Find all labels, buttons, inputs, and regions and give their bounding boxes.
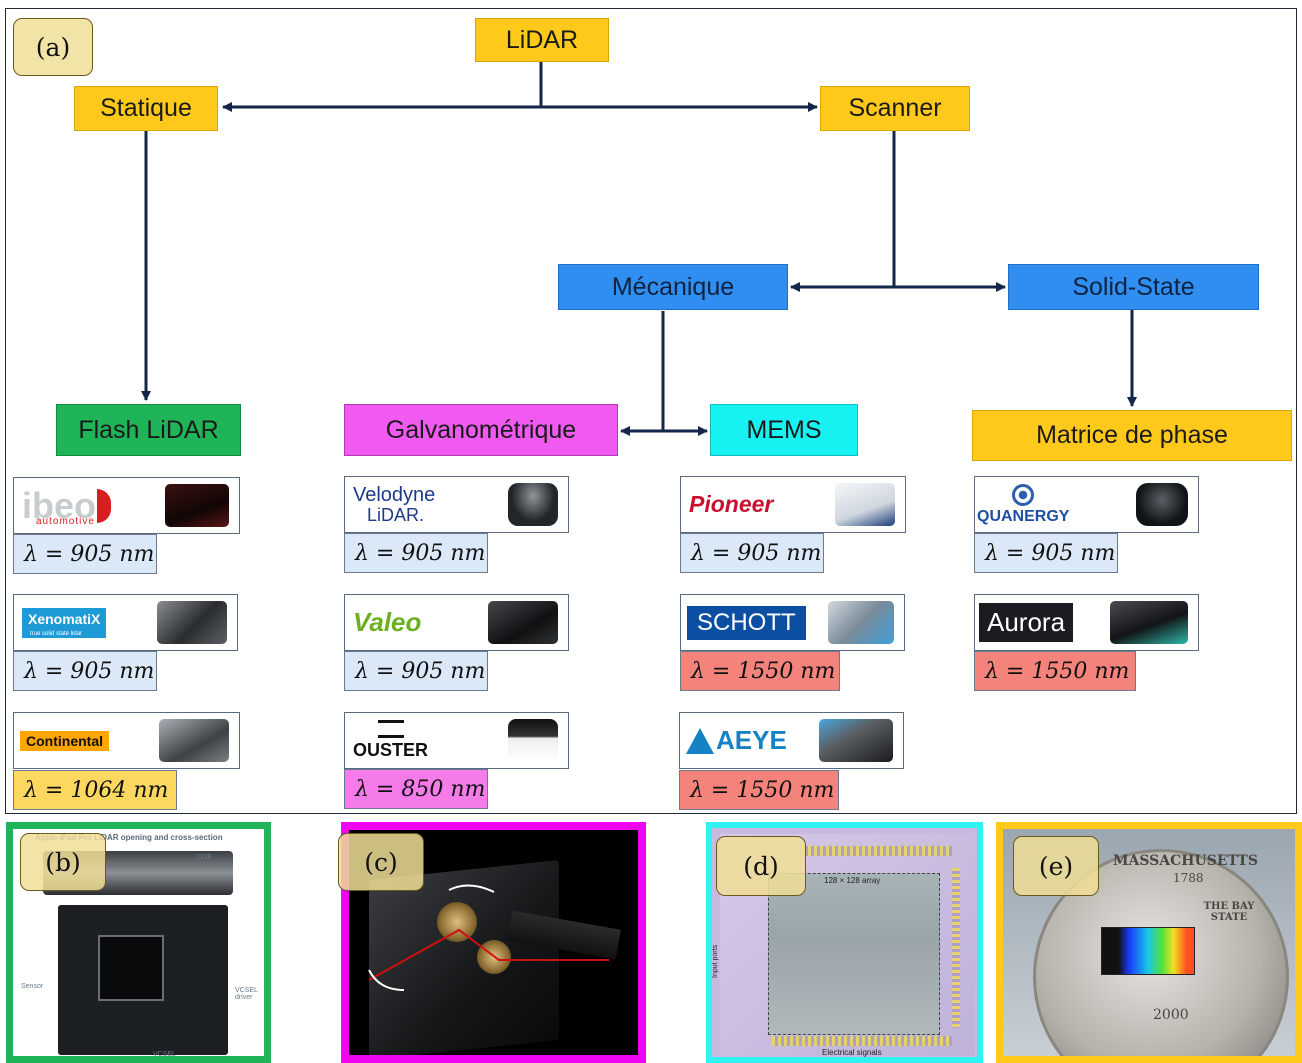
- coin-text-state: MASSACHUSETTS: [1113, 853, 1258, 869]
- continental-sensor-image: [159, 719, 229, 762]
- aurora-logo: Aurora: [979, 603, 1074, 642]
- panel-label-b: (b): [20, 833, 106, 891]
- product-card-pioneer: Pioneer: [680, 476, 906, 533]
- opa-right-pads: [952, 868, 960, 1028]
- coin-text-year-bottom: 2000: [1153, 1007, 1189, 1023]
- wavelength-valeo: λ = 905 nm: [344, 651, 488, 691]
- coin-text-bay: THE BAY STATE: [1203, 901, 1255, 923]
- opa-array-label: 128 × 128 array: [824, 876, 881, 885]
- panel-label-c: (c): [338, 833, 424, 891]
- xenomatix-sensor-image: [157, 601, 227, 644]
- product-card-valeo: Valeo: [344, 594, 569, 651]
- node-solid-state: Solid-State: [1008, 264, 1259, 310]
- ipad-label-doe: DOE: [197, 854, 213, 861]
- xenomatix-logo: XenomatiX true solid state lidar: [22, 607, 106, 638]
- opa-top-pads: [802, 846, 952, 856]
- product-card-continental: Continental: [13, 712, 240, 769]
- node-lidar: LiDAR: [475, 18, 609, 62]
- ouster-sensor-image: [508, 719, 558, 762]
- wavelength-aeye: λ = 1550 nm: [679, 770, 839, 810]
- wavelength-ouster: λ = 850 nm: [344, 769, 488, 809]
- ipad-label-vcsel: VCSEL: [153, 1051, 176, 1058]
- ibeo-logo-mark: [97, 488, 112, 523]
- product-card-velodyne: Velodyne LiDAR.: [344, 476, 569, 533]
- aeye-sensor-image: [819, 719, 893, 762]
- pioneer-sensor-image: [835, 483, 895, 526]
- pioneer-logo: Pioneer: [689, 491, 774, 517]
- ipad-lidar-board: [58, 905, 228, 1055]
- opa-input-label: Input ports: [712, 944, 719, 978]
- product-card-aeye: AEYE: [679, 712, 904, 769]
- galvo-mirror-1: [437, 902, 477, 942]
- wavelength-velodyne: λ = 905 nm: [344, 533, 488, 573]
- node-flash-lidar: Flash LiDAR: [56, 404, 241, 456]
- galvo-beam-path: [368, 884, 609, 991]
- wavelength-quanergy: λ = 905 nm: [974, 533, 1118, 573]
- aurora-sensor-image: [1110, 601, 1188, 644]
- node-statique: Statique: [74, 86, 218, 131]
- velodyne-sensor-image: [508, 483, 558, 526]
- node-galvanometrique: Galvanométrique: [344, 404, 618, 456]
- wavelength-schott: λ = 1550 nm: [680, 651, 840, 691]
- opa-chip-on-coin: [1101, 927, 1195, 975]
- schott-sensor-image: [828, 601, 894, 644]
- photo-panel-d: 128 × 128 array Input ports Electrical s…: [706, 822, 983, 1063]
- valeo-logo: Valeo: [353, 607, 422, 637]
- wavelength-xenomatix: λ = 905 nm: [13, 651, 157, 691]
- ipad-lidar-title: Apple iPad Pro LiDAR opening and cross-s…: [35, 833, 223, 842]
- wavelength-aurora: λ = 1550 nm: [974, 651, 1136, 691]
- opa-electrical-label: Electrical signals: [822, 1048, 882, 1057]
- opa-array-area: [768, 873, 940, 1035]
- product-card-aurora: Aurora: [974, 594, 1199, 651]
- aeye-logo-mark: [686, 727, 714, 754]
- product-card-schott: SCHOTT: [680, 594, 905, 651]
- panel-label-e: (e): [1013, 836, 1099, 896]
- ipad-label-sensor: Sensor: [21, 983, 44, 990]
- valeo-sensor-image: [488, 601, 558, 644]
- product-card-ibeo: ibeo automotive: [13, 477, 240, 534]
- schott-logo: SCHOTT: [687, 605, 806, 640]
- ibeo-logo: ibeo: [22, 484, 97, 526]
- ouster-logo: OUSTER: [353, 720, 428, 761]
- node-matrice-de-phase: Matrice de phase: [972, 410, 1292, 461]
- wavelength-ibeo: λ = 905 nm: [13, 534, 157, 574]
- product-card-xenomatix: XenomatiX true solid state lidar: [13, 594, 238, 651]
- connectors: [141, 62, 1137, 436]
- continental-logo: Continental: [20, 730, 109, 751]
- coin-text-year-top: 1788: [1173, 871, 1204, 885]
- panel-label-d: (d): [716, 836, 806, 896]
- ibeo-sensor-image: [165, 484, 229, 527]
- wavelength-continental: λ = 1064 nm: [13, 770, 177, 810]
- aeye-logo: AEYE: [716, 725, 787, 755]
- wavelength-pioneer: λ = 905 nm: [680, 533, 824, 573]
- quanergy-sensor-image: [1136, 483, 1188, 526]
- node-mems: MEMS: [710, 404, 858, 456]
- node-mecanique: Mécanique: [558, 264, 788, 310]
- ibeo-logo-sub: automotive: [36, 516, 95, 527]
- panel-label-a: (a): [13, 18, 93, 76]
- quanergy-logo-mark: [1012, 483, 1035, 506]
- ipad-lidar-sensor-chip: [98, 935, 164, 1001]
- velodyne-logo: Velodyne LiDAR.: [353, 483, 436, 525]
- product-card-quanergy: QUANERGY: [974, 476, 1199, 533]
- photo-panel-c: [341, 822, 646, 1063]
- product-card-ouster: OUSTER: [344, 712, 569, 769]
- ipad-label-vcsel-driver: VCSEL driver: [235, 987, 258, 1001]
- ouster-logo-mark: [377, 720, 404, 738]
- node-scanner: Scanner: [820, 86, 970, 131]
- quanergy-logo: QUANERGY: [977, 483, 1069, 526]
- opa-bottom-pads: [772, 1036, 952, 1046]
- photo-panel-b: Apple iPad Pro LiDAR opening and cross-s…: [6, 822, 271, 1063]
